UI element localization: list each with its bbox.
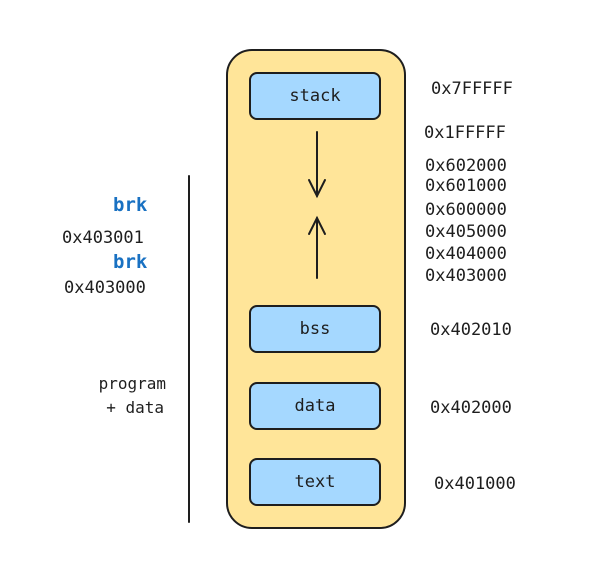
segment-bss-label: bss [299,319,331,339]
brk-address-bottom: 0x403000 [64,278,146,298]
address-402000: 0x402000 [430,398,512,418]
address-7fffff: 0x7FFFFF [431,79,513,99]
segment-text: text [249,458,381,506]
arrow-down-icon [308,131,326,199]
segment-data: data [249,382,381,430]
address-601000: 0x601000 [425,176,507,196]
brk-label-bottom: brk [113,251,148,273]
arrow-up-icon [308,215,326,279]
segment-stack-label: stack [289,86,341,106]
segment-data-label: data [294,396,336,416]
address-401000: 0x401000 [434,474,516,494]
address-404000: 0x404000 [425,244,507,264]
address-602000: 0x602000 [425,156,507,176]
address-600000: 0x600000 [425,200,507,220]
address-405000: 0x405000 [425,222,507,242]
brk-address-top: 0x403001 [62,228,144,248]
segment-text-label: text [294,472,336,492]
address-1fffff: 0x1FFFFF [424,123,506,143]
data-label: + data [106,398,164,417]
segment-bss: bss [249,305,381,353]
address-402010: 0x402010 [430,320,512,340]
program-label: program [98,374,166,393]
brk-label-top: brk [113,194,148,216]
memory-layout-container [226,49,406,529]
address-403000: 0x403000 [425,266,507,286]
segment-stack: stack [249,72,381,120]
